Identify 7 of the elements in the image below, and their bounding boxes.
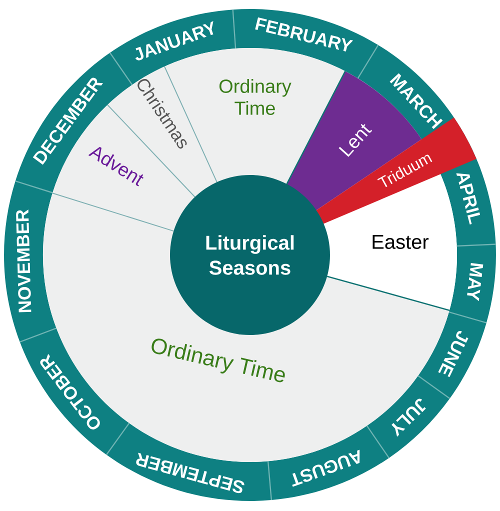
- month-label: JUNE: [438, 330, 468, 378]
- season-label: Ordinary Time: [219, 79, 292, 115]
- month-label: NOVEMBER: [16, 210, 32, 312]
- season-label: Easter: [372, 235, 429, 249]
- month-label: APRIL: [456, 173, 480, 224]
- month-label: MAY: [467, 263, 484, 302]
- season-label: Ordinary Time: [152, 338, 285, 382]
